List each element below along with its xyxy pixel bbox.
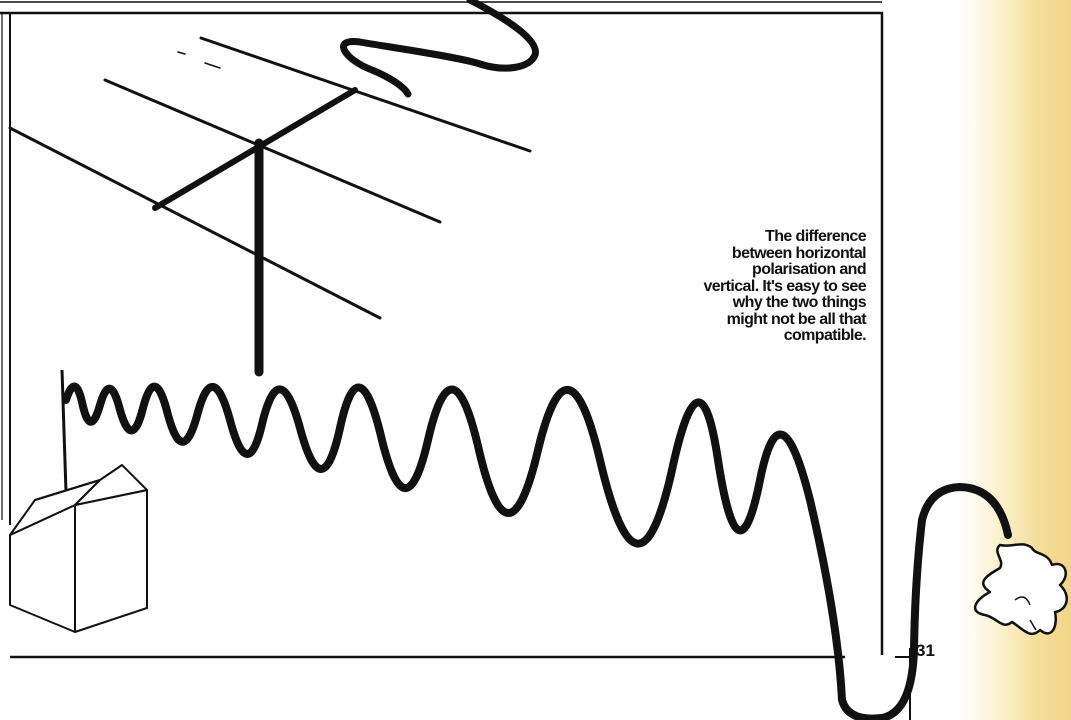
caption-line: might not be all that (726, 310, 867, 328)
antenna-element-2 (103, 78, 442, 224)
figure-caption: The difference between horizontal polari… (606, 228, 867, 345)
house-roof-right (74, 464, 148, 506)
splash-detail (1014, 596, 1037, 631)
frame-border (0, 11, 884, 655)
antenna-element-faint-2 (204, 62, 221, 69)
caption-line: compatible. (783, 327, 867, 344)
house (9, 464, 148, 633)
vertical-polarisation-wave (62, 382, 1012, 720)
caption-line: The difference (765, 228, 867, 245)
caption-line: between horizontal (731, 244, 867, 262)
cable-end-splash (973, 543, 1068, 636)
yagi-antenna (8, 36, 532, 377)
antenna-element-3 (8, 126, 382, 320)
caption-line: polarisation and (752, 261, 867, 278)
house-front-wall (74, 489, 148, 633)
top-wavy-cable (340, 0, 539, 98)
transmitter-mast (60, 369, 68, 493)
antenna-element-1 (199, 36, 532, 153)
house-ridge (34, 479, 101, 501)
antenna-element-faint-1 (177, 51, 186, 55)
page-number: 31 (916, 641, 935, 660)
caption-line: why the two things (732, 294, 867, 311)
caption-line: vertical. It's easy to see (703, 277, 866, 295)
